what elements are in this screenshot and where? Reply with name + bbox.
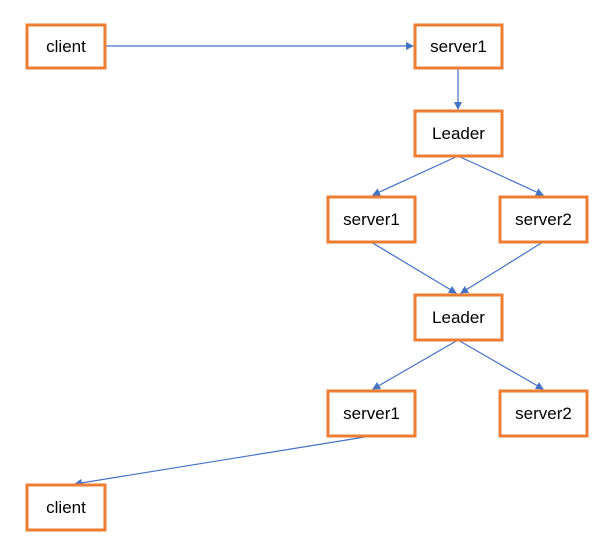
node-server2-mid: server2 bbox=[498, 195, 589, 244]
node-server1-bottom: server1 bbox=[326, 389, 417, 438]
node-label: server2 bbox=[515, 210, 572, 229]
node-server2-bottom: server2 bbox=[498, 389, 589, 438]
edge-leader-1-to-server2-mid bbox=[457, 155, 544, 196]
node-server1-top: server1 bbox=[413, 23, 504, 70]
node-label: Leader bbox=[432, 308, 485, 327]
edge-server1-mid-to-leader-2 bbox=[370, 241, 457, 294]
node-client-bottom: client bbox=[25, 483, 107, 532]
edge-server2-mid-to-leader-2 bbox=[460, 241, 544, 294]
edge-leader-2-to-server2-bottom bbox=[457, 339, 544, 390]
node-client-top: client bbox=[25, 23, 107, 70]
node-label: Leader bbox=[432, 124, 485, 143]
node-label: server1 bbox=[430, 37, 487, 56]
node-leader-2: Leader bbox=[413, 293, 504, 342]
node-label: server1 bbox=[343, 210, 400, 229]
node-label: server1 bbox=[343, 404, 400, 423]
edges-layer bbox=[74, 42, 544, 487]
node-label: client bbox=[46, 498, 86, 517]
node-leader-1: Leader bbox=[413, 109, 504, 158]
edge-server1-bottom-to-client-bottom bbox=[74, 435, 372, 487]
node-label: client bbox=[46, 37, 86, 56]
node-label: server2 bbox=[515, 404, 572, 423]
edge-leader-1-to-server1-mid bbox=[372, 155, 459, 196]
edge-leader-2-to-server1-bottom bbox=[372, 339, 459, 390]
node-server1-mid: server1 bbox=[326, 195, 417, 244]
